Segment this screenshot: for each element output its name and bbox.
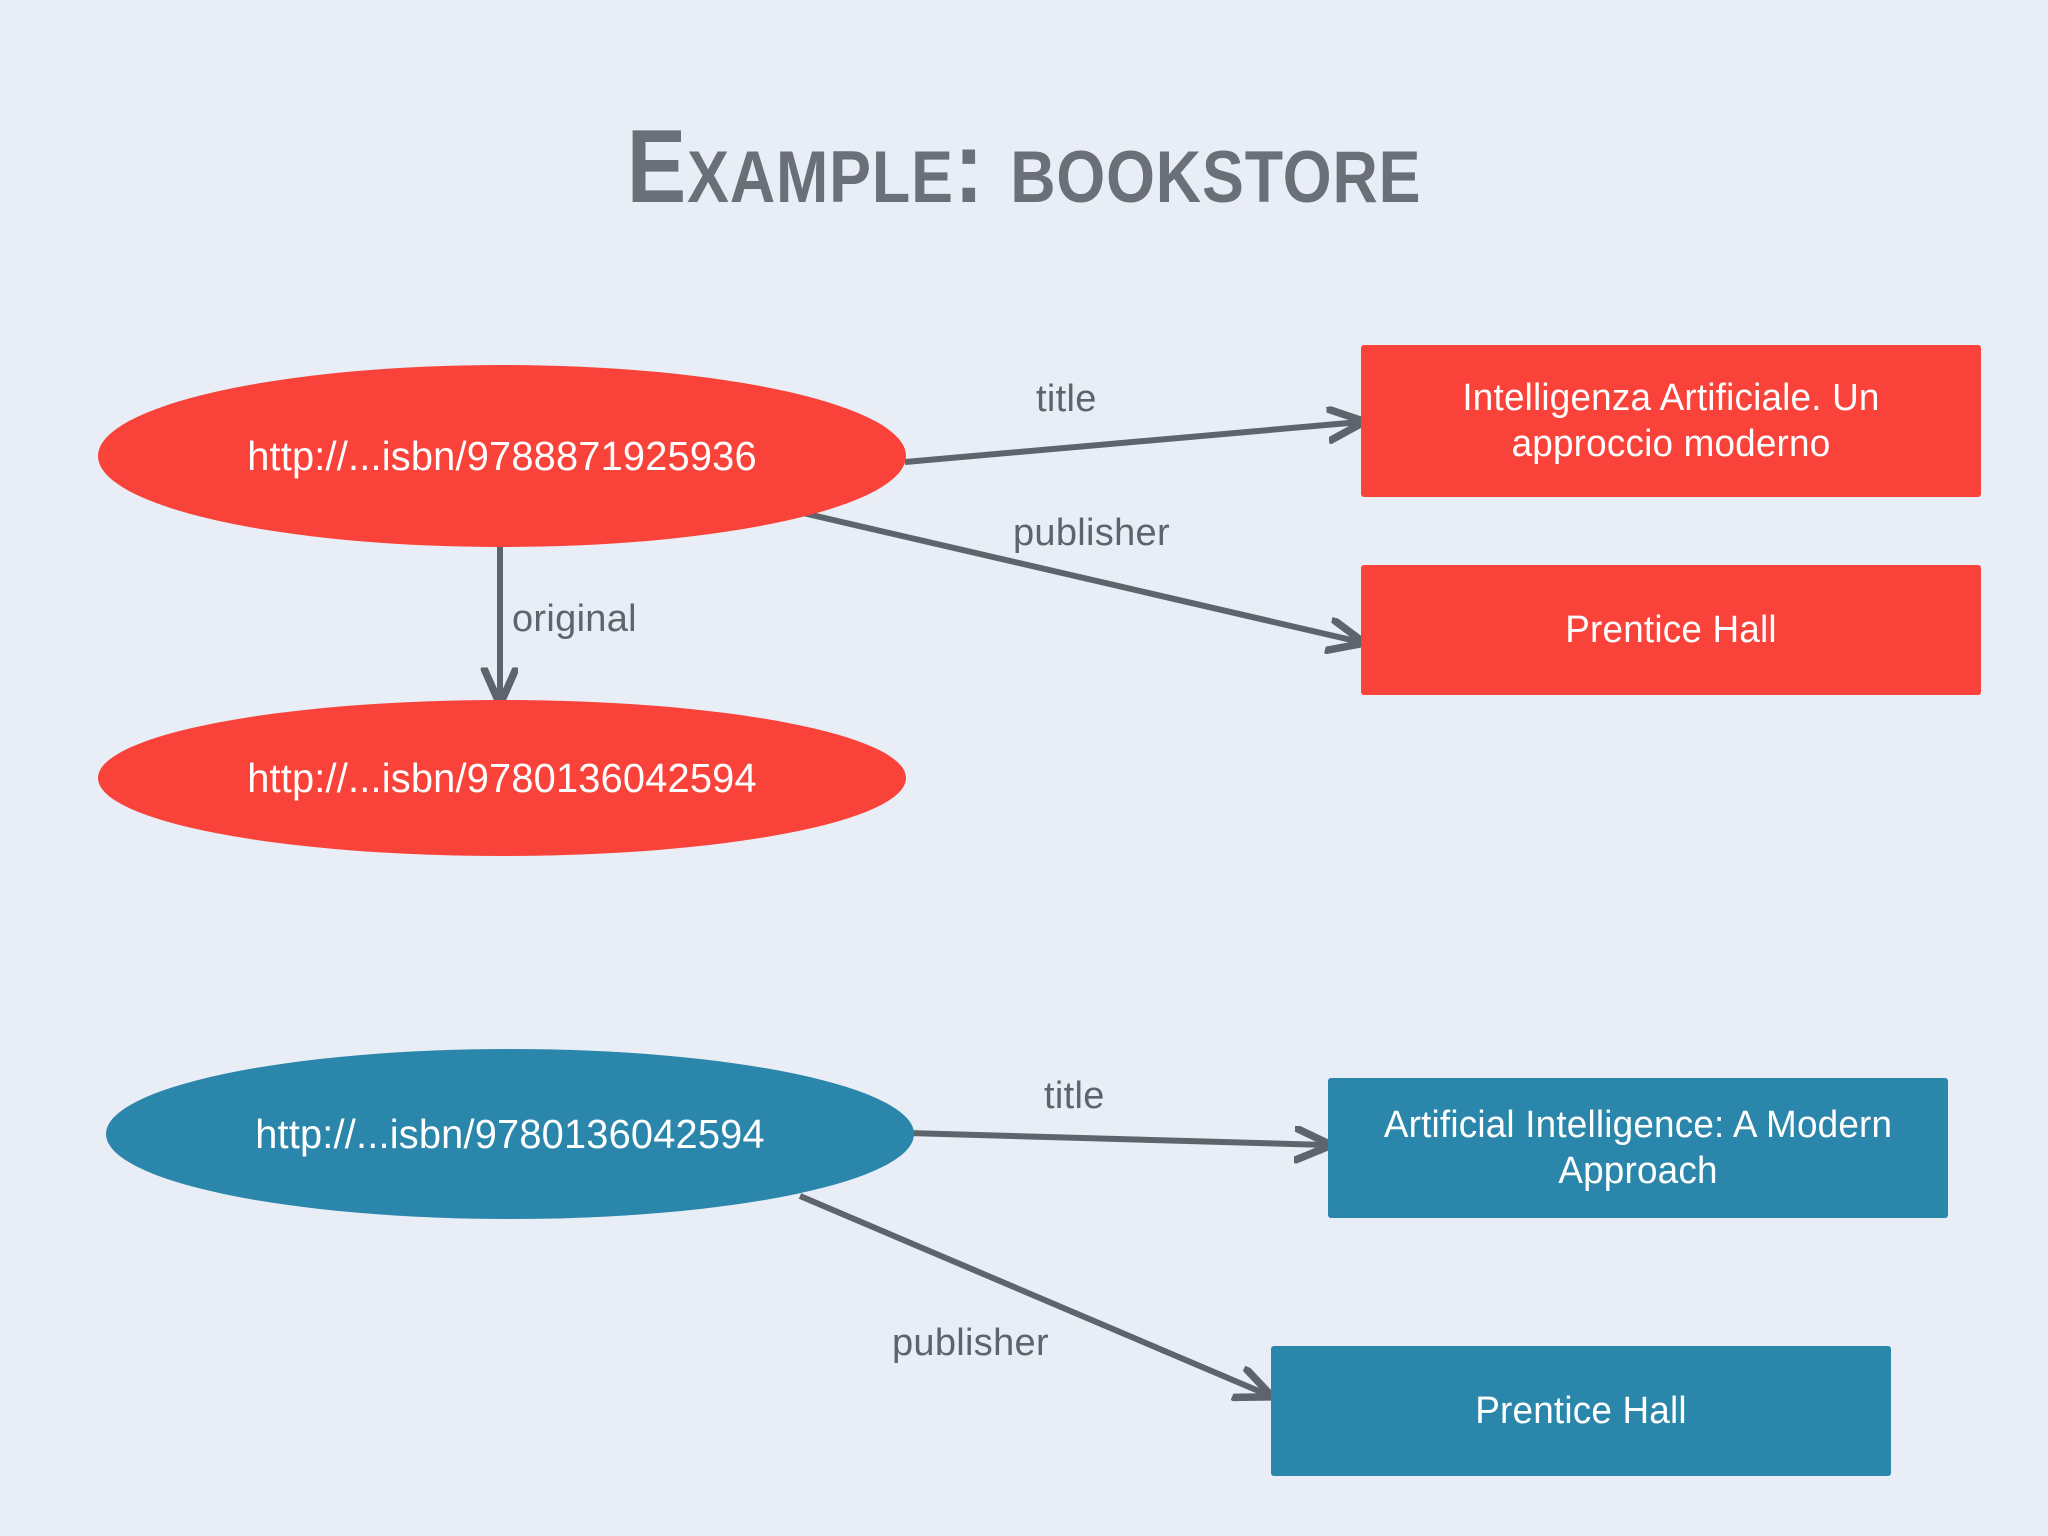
edge-blue-title bbox=[907, 1133, 1327, 1145]
node-label: http://...isbn/9780136042594 bbox=[247, 754, 757, 801]
node-label: Prentice Hall bbox=[1475, 1389, 1687, 1432]
edge-label-red-original: original bbox=[512, 598, 637, 640]
node-label: Intelligenza Artificiale. Un approccio m… bbox=[1462, 376, 1880, 465]
node-object-title-italian[interactable]: Intelligenza Artificiale. Un approccio m… bbox=[1361, 345, 1981, 497]
edge-label-blue-publisher: publisher bbox=[892, 1322, 1049, 1364]
page-title: Example: bookstore bbox=[626, 109, 1422, 225]
node-object-title-english[interactable]: Artificial Intelligence: A Modern Approa… bbox=[1328, 1078, 1948, 1218]
node-subject-isbn-9788871925936[interactable]: http://...isbn/9788871925936 bbox=[98, 365, 906, 547]
edge-label-blue-title: title bbox=[1044, 1075, 1105, 1117]
edge-label-red-title: title bbox=[1036, 378, 1097, 420]
node-object-publisher-red[interactable]: Prentice Hall bbox=[1361, 565, 1981, 695]
node-object-publisher-blue[interactable]: Prentice Hall bbox=[1271, 1346, 1891, 1476]
edge-blue-publisher bbox=[798, 1193, 1268, 1395]
node-label: http://...isbn/9780136042594 bbox=[255, 1110, 765, 1157]
edge-red-title bbox=[904, 422, 1360, 465]
node-subject-isbn-9780136042594-blue[interactable]: http://...isbn/9780136042594 bbox=[106, 1049, 914, 1219]
node-label: http://...isbn/9788871925936 bbox=[247, 432, 757, 479]
node-label: Prentice Hall bbox=[1565, 608, 1777, 651]
node-object-original-isbn-9780136042594[interactable]: http://...isbn/9780136042594 bbox=[98, 700, 906, 856]
node-label: Artificial Intelligence: A Modern Approa… bbox=[1383, 1103, 1893, 1192]
edge-label-red-publisher: publisher bbox=[1013, 512, 1170, 554]
